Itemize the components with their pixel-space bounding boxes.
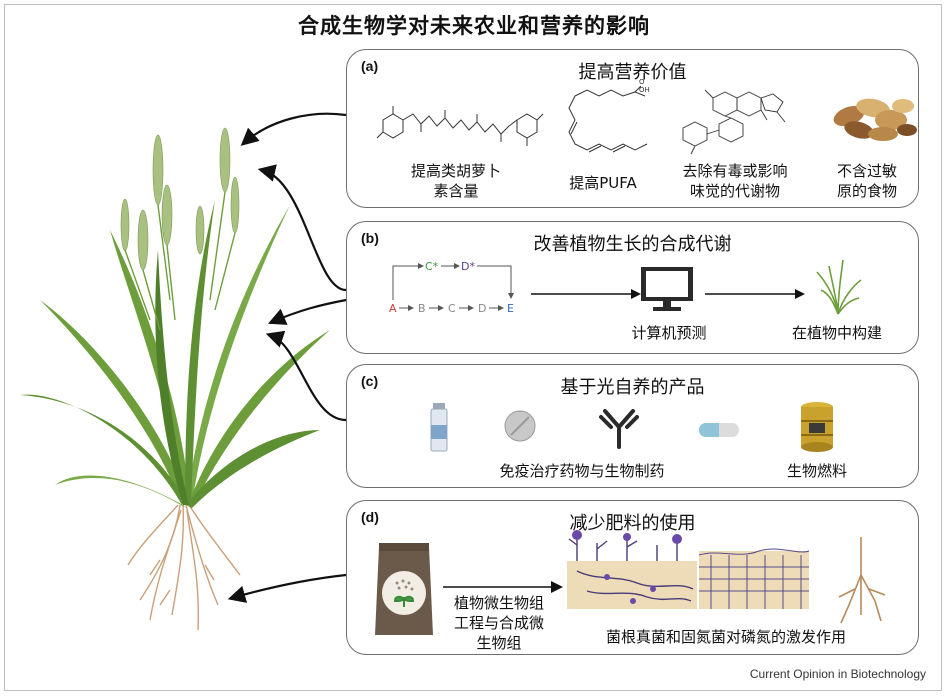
capsule-icon <box>699 423 739 437</box>
pufa-molecule-icon: OH O <box>568 78 650 153</box>
pathway-node-d: D <box>478 302 486 315</box>
pharma-label: 免疫治疗药物与生物制药 <box>499 462 665 480</box>
vial-icon <box>430 403 448 452</box>
caption-pufa: 提高PUFA <box>569 174 637 192</box>
antibody-icon <box>599 409 639 449</box>
microbiome-engineering-label: 植物微生物组 工程与合成微 生物组 <box>453 594 544 652</box>
soil-microbe-illustration-1 <box>567 530 697 609</box>
panel-label: (c) <box>361 373 379 389</box>
panel-label: (d) <box>361 509 379 525</box>
steroid-molecule-icon <box>682 89 786 155</box>
pathway-node-b: B <box>418 302 426 315</box>
mycorrhiza-caption: 菌根真菌和固氮菌对磷氮的激发作用 <box>605 628 846 646</box>
caption-toxic-metabolites: 去除有毒或影响味觉的代谢物 <box>682 162 788 200</box>
pathway-node-c: C <box>448 302 456 315</box>
panel-label: (b) <box>361 230 379 246</box>
panel-label: (a) <box>361 58 379 74</box>
arrow-to-plant <box>705 289 805 299</box>
engineering-arrow <box>443 581 563 593</box>
svg-text:OH: OH <box>639 86 650 94</box>
panel-title: 基于光自养的产品 <box>560 377 705 398</box>
tablet-icon <box>504 410 536 442</box>
pathway-diagram: A B C D E C* D* <box>389 260 514 315</box>
panel-fertilizer-reduction: (d) 减少肥料的使用 植物微生物组 工程与合成微 生物组 <box>346 500 919 655</box>
computer-icon <box>641 267 693 311</box>
nuts-icon <box>833 98 917 141</box>
panel-title: 减少肥料的使用 <box>569 513 696 534</box>
biofuel-label: 生物燃料 <box>786 462 847 480</box>
pathway-node-a: A <box>389 302 397 315</box>
panel-title: 改善植物生长的合成代谢 <box>533 234 732 255</box>
figure-title: 合成生物学对未来农业和营养的影响 <box>298 14 650 38</box>
fuel-barrel-icon <box>801 402 833 452</box>
plant-root-icon <box>838 537 886 624</box>
panel-metabolism: (b) 改善植物生长的合成代谢 A B C D E C* D* <box>346 221 919 354</box>
build-in-plant-label: 在植物中构建 <box>791 324 882 342</box>
soil-microbe-illustration-2 <box>698 548 810 609</box>
pathway-node-d-star: D* <box>461 260 475 273</box>
pathway-node-c-star: C* <box>425 260 439 273</box>
carotenoid-molecule-icon <box>376 106 544 146</box>
source-credit: Current Opinion in Biotechnology <box>749 667 926 681</box>
arrow-to-computer <box>531 289 641 299</box>
fertilizer-bag-icon <box>375 543 433 635</box>
caption-carotenoid: 提高类胡萝卜素含量 <box>410 162 501 200</box>
panel-photoautotroph-products: (c) 基于光自养的产品 免疫治疗药物与生物制药 生物燃料 <box>346 364 919 488</box>
pathway-node-e: E <box>507 302 514 315</box>
panel-title: 提高营养价值 <box>578 62 687 83</box>
panel-nutrition: (a) 提高营养价值 OH O <box>346 49 919 208</box>
computer-prediction-label: 计算机预测 <box>631 324 707 342</box>
svg-text:O: O <box>639 78 645 86</box>
seedling-icon <box>816 259 862 315</box>
caption-allergen-free: 不含过敏原的食物 <box>836 162 897 200</box>
